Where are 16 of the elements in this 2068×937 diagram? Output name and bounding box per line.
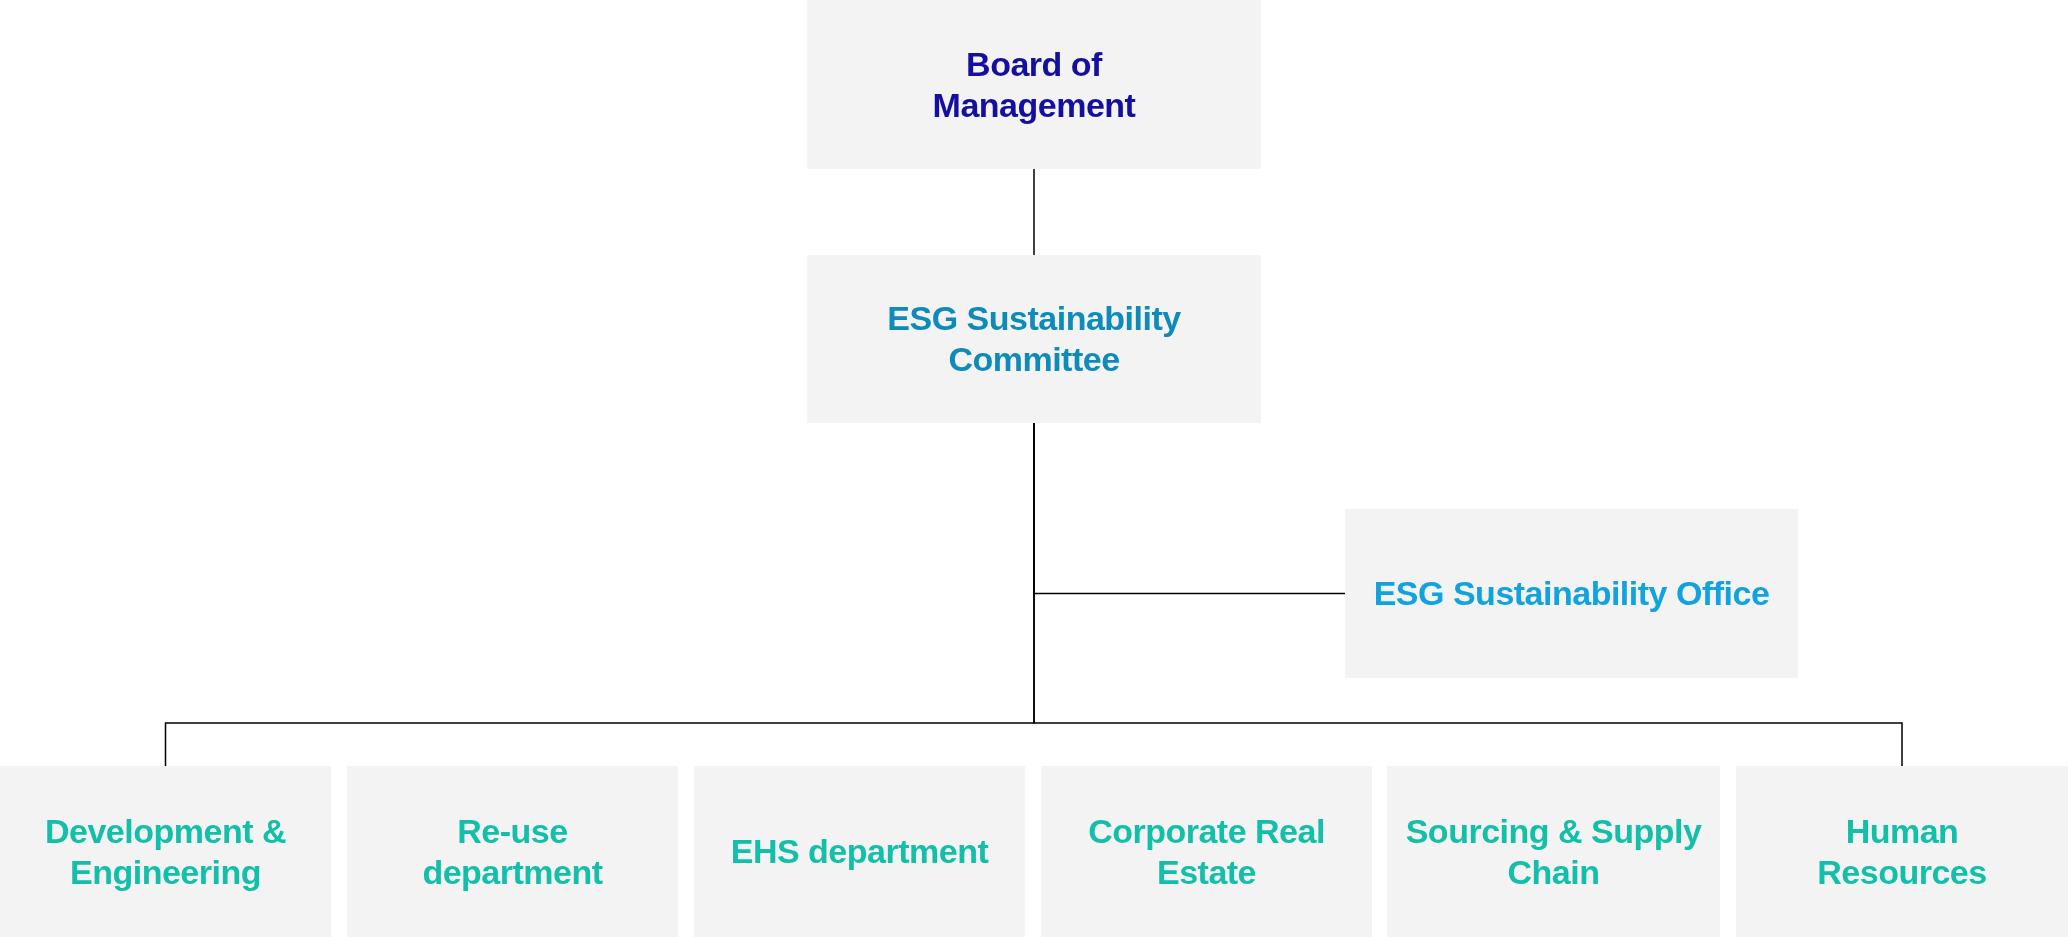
box-label: Board of Management [931, 43, 1137, 126]
org-box [0, 766, 331, 937]
connector-line [1033, 168, 1035, 256]
box-label: ESG Sustainability Office [1373, 573, 1770, 614]
box-label: Re-use department [421, 810, 604, 893]
org-box [1736, 766, 2068, 937]
box-label: ESG Sustainability Committee [886, 298, 1182, 380]
box-label: Development & Engineering [44, 810, 287, 893]
org-box [1345, 509, 1798, 678]
box-label: EHS department [730, 831, 989, 872]
box-label: Corporate Real Estate [1087, 810, 1326, 893]
org-box [807, 0, 1261, 169]
box-label: Sourcing & Supply Chain [1404, 810, 1703, 893]
connector-line [1033, 422, 1903, 767]
org-box [807, 255, 1261, 423]
box-label: Human Resources [1816, 810, 1988, 893]
